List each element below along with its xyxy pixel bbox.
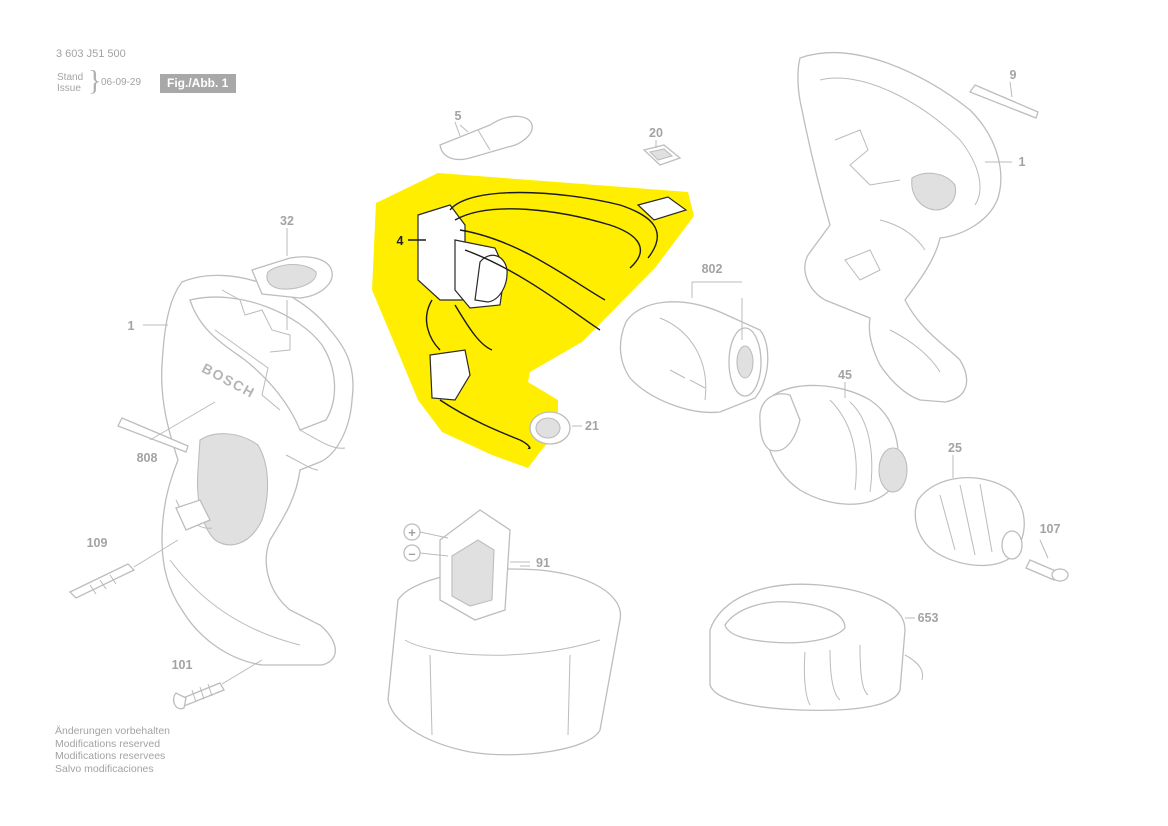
chuck-part-25 [914, 455, 1025, 567]
switch-assembly-part-4 [408, 191, 688, 450]
callout-109: 109 [87, 536, 108, 550]
callout-25: 25 [948, 441, 962, 455]
label-part-9 [968, 84, 1039, 119]
footer-line-de: Änderungen vorbehalten [55, 725, 171, 737]
brace-icon: } [88, 66, 102, 97]
slider-part-5 [439, 115, 533, 161]
label-part-808 [117, 417, 189, 453]
callout-21: 21 [585, 419, 599, 433]
callout-1-left: 1 [128, 319, 135, 333]
charger-part-653 [709, 583, 924, 711]
callout-101: 101 [172, 658, 193, 672]
drill-housing-right [797, 52, 1002, 403]
battery-part-91 [387, 509, 622, 756]
motor-part-802 [619, 281, 769, 414]
callout-32: 32 [280, 214, 294, 228]
issue-label: Issue [57, 83, 81, 94]
battery-minus-terminal: – [408, 546, 415, 561]
figure-label: Fig./Abb. 1 [160, 74, 237, 93]
callout-5: 5 [455, 109, 462, 123]
gearbox-part-45 [759, 382, 908, 505]
drill-housing-left [161, 274, 354, 666]
footer-line-es: Salvo modificaciones [55, 762, 154, 775]
footer-line-fr: Modifications reservees [55, 750, 166, 762]
callout-653: 653 [918, 611, 939, 625]
screw-part-101 [172, 659, 263, 710]
gear-cover-part-32 [251, 228, 333, 330]
callout-802: 802 [702, 262, 723, 276]
footer-notice: Änderungen vorbehalten Modifications res… [55, 725, 170, 775]
callout-45: 45 [838, 368, 852, 382]
callout-107: 107 [1040, 522, 1061, 536]
cap-part-21 [529, 411, 582, 445]
callout-91: 91 [536, 556, 550, 570]
callout-9: 9 [1010, 68, 1017, 82]
issue-date: 06-09-29 [101, 77, 142, 88]
screw-part-107 [1025, 539, 1069, 582]
document-number: 3 603 J51 500 [56, 48, 126, 60]
button-part-20 [642, 140, 682, 166]
callout-20: 20 [649, 126, 663, 140]
stand-label: Stand [57, 72, 84, 83]
footer-line-en: Modifications reserved [55, 737, 161, 750]
callout-4: 4 [397, 234, 404, 248]
battery-plus-terminal: + [408, 525, 416, 540]
callout-808: 808 [137, 451, 158, 465]
callout-1-right: 1 [1019, 155, 1026, 169]
bit-part-109 [68, 539, 179, 599]
